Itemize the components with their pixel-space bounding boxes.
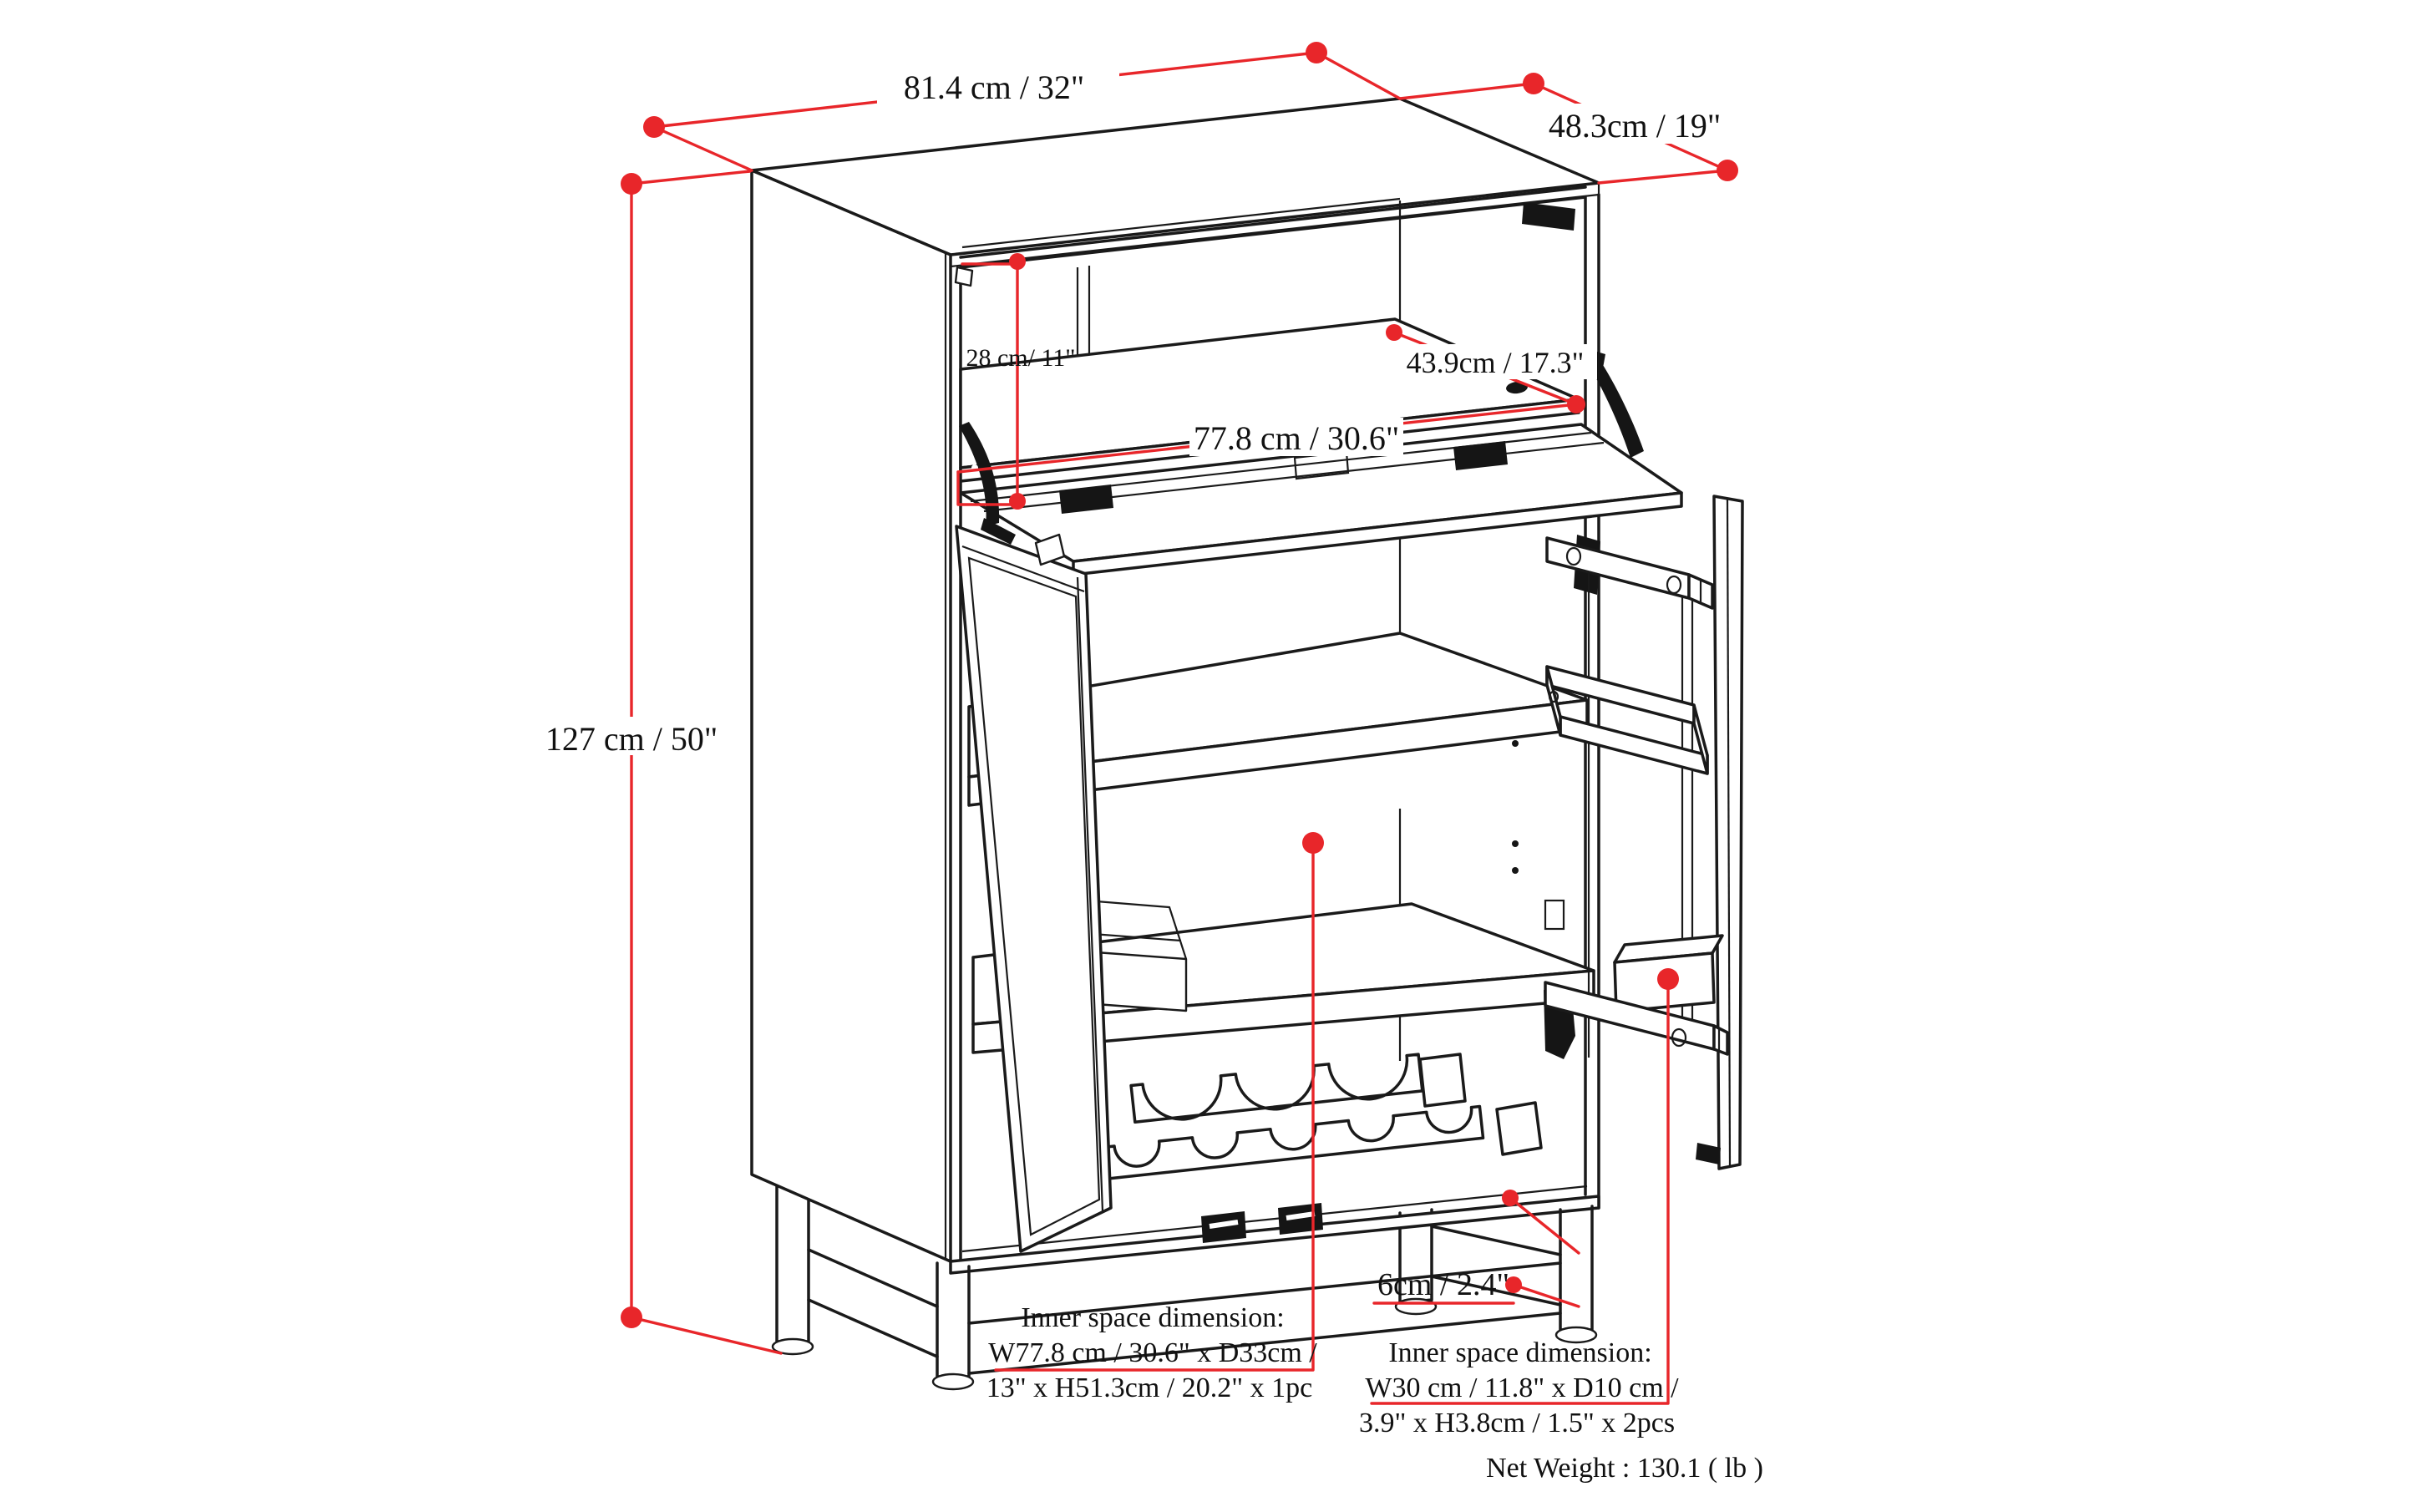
flip-door-stay-left	[959, 422, 1000, 526]
dim-base-rail	[1372, 1190, 1580, 1308]
note-right-line3: 3.9" x H3.8cm / 1.5" x 2pcs	[1359, 1408, 1675, 1438]
net-weight-label: Net Weight : 130.1 ( lb )	[1486, 1453, 1763, 1484]
dim-interior-width-label: 77.8 cm / 30.6"	[1194, 419, 1399, 457]
note-left-title: Inner space dimension:	[1021, 1302, 1284, 1333]
note-left-line3: 13" x H51.3cm / 20.2" x 1pc	[986, 1372, 1312, 1403]
cabinet-carcass	[750, 97, 1683, 1275]
corner-clip	[954, 266, 974, 287]
middle-shelf	[967, 632, 1589, 807]
bottom-clip	[1278, 1203, 1323, 1235]
base-stretcher-front	[967, 1261, 1562, 1375]
inner-space-note-right: Inner space dimension: W30 cm / 11.8" x …	[1359, 1337, 1679, 1438]
label-mask	[1189, 418, 1403, 456]
inner-space-note-left: Inner space dimension: W77.8 cm / 30.6" …	[986, 1302, 1317, 1403]
left-door-open	[955, 525, 1113, 1253]
base-frame-front	[807, 1205, 1598, 1391]
label-mask	[1537, 104, 1737, 144]
serving-tray	[1084, 899, 1188, 1012]
dim-top-width	[643, 42, 1402, 172]
door-rack-frame	[1545, 665, 1709, 775]
dim-top-depth	[1398, 73, 1738, 185]
label-layer: 81.4 cm / 32" 48.3cm / 19" 127 cm / 50" …	[539, 63, 1763, 1484]
flip-door-hinge-left	[1059, 485, 1113, 514]
top-right-bracket	[1522, 202, 1575, 231]
dim-upper-height	[956, 253, 1026, 510]
dim-overall-height	[621, 170, 783, 1355]
right-door-open	[1544, 495, 1744, 1170]
wine-rack	[1104, 1053, 1543, 1181]
dim-height-label: 127 cm / 50"	[545, 720, 718, 758]
front-opening	[959, 185, 1600, 1265]
label-mask	[1393, 344, 1597, 379]
flip-door-stay-right	[1584, 351, 1644, 458]
door-rack-rails	[1587, 568, 1694, 1060]
label-mask	[539, 717, 726, 755]
base-stretcher-right	[1430, 1225, 1562, 1307]
left-side-panel	[750, 169, 952, 1263]
dim-top-depth-label: 48.3cm / 19"	[1549, 107, 1721, 145]
left-door-handle	[1034, 533, 1066, 566]
dim-top-width-label: 81.4 cm / 32"	[904, 68, 1084, 106]
dim-base-rail-label: 6cm / 2.4"	[1377, 1267, 1509, 1302]
note-right-line2: W30 cm / 11.8" x D10 cm /	[1365, 1372, 1679, 1403]
note-left-line2: W77.8 cm / 30.6" x D33cm /	[988, 1337, 1317, 1368]
cabinet-bottom	[949, 1185, 1600, 1275]
note-right-title: Inner space dimension:	[1388, 1337, 1651, 1368]
door-rack-top-bar	[1545, 536, 1714, 610]
label-mask	[877, 63, 1119, 105]
dim-upper-height-label: 28 cm/ 11"	[966, 344, 1075, 372]
flip-door-hinge-right	[1453, 441, 1508, 470]
dim-interior-depth-label: 43.9cm / 17.3"	[1407, 346, 1585, 379]
leader-left-compartment	[994, 832, 1324, 1372]
base-stretcher-left	[807, 1248, 939, 1358]
flip-door-open	[959, 346, 1683, 576]
dimension-annotations	[621, 42, 1738, 1405]
leader-right-rack	[1370, 968, 1679, 1405]
door-rack-lower-bar	[1544, 981, 1729, 1056]
right-door-clip	[1696, 1143, 1721, 1164]
bottom-clip	[1201, 1211, 1246, 1243]
